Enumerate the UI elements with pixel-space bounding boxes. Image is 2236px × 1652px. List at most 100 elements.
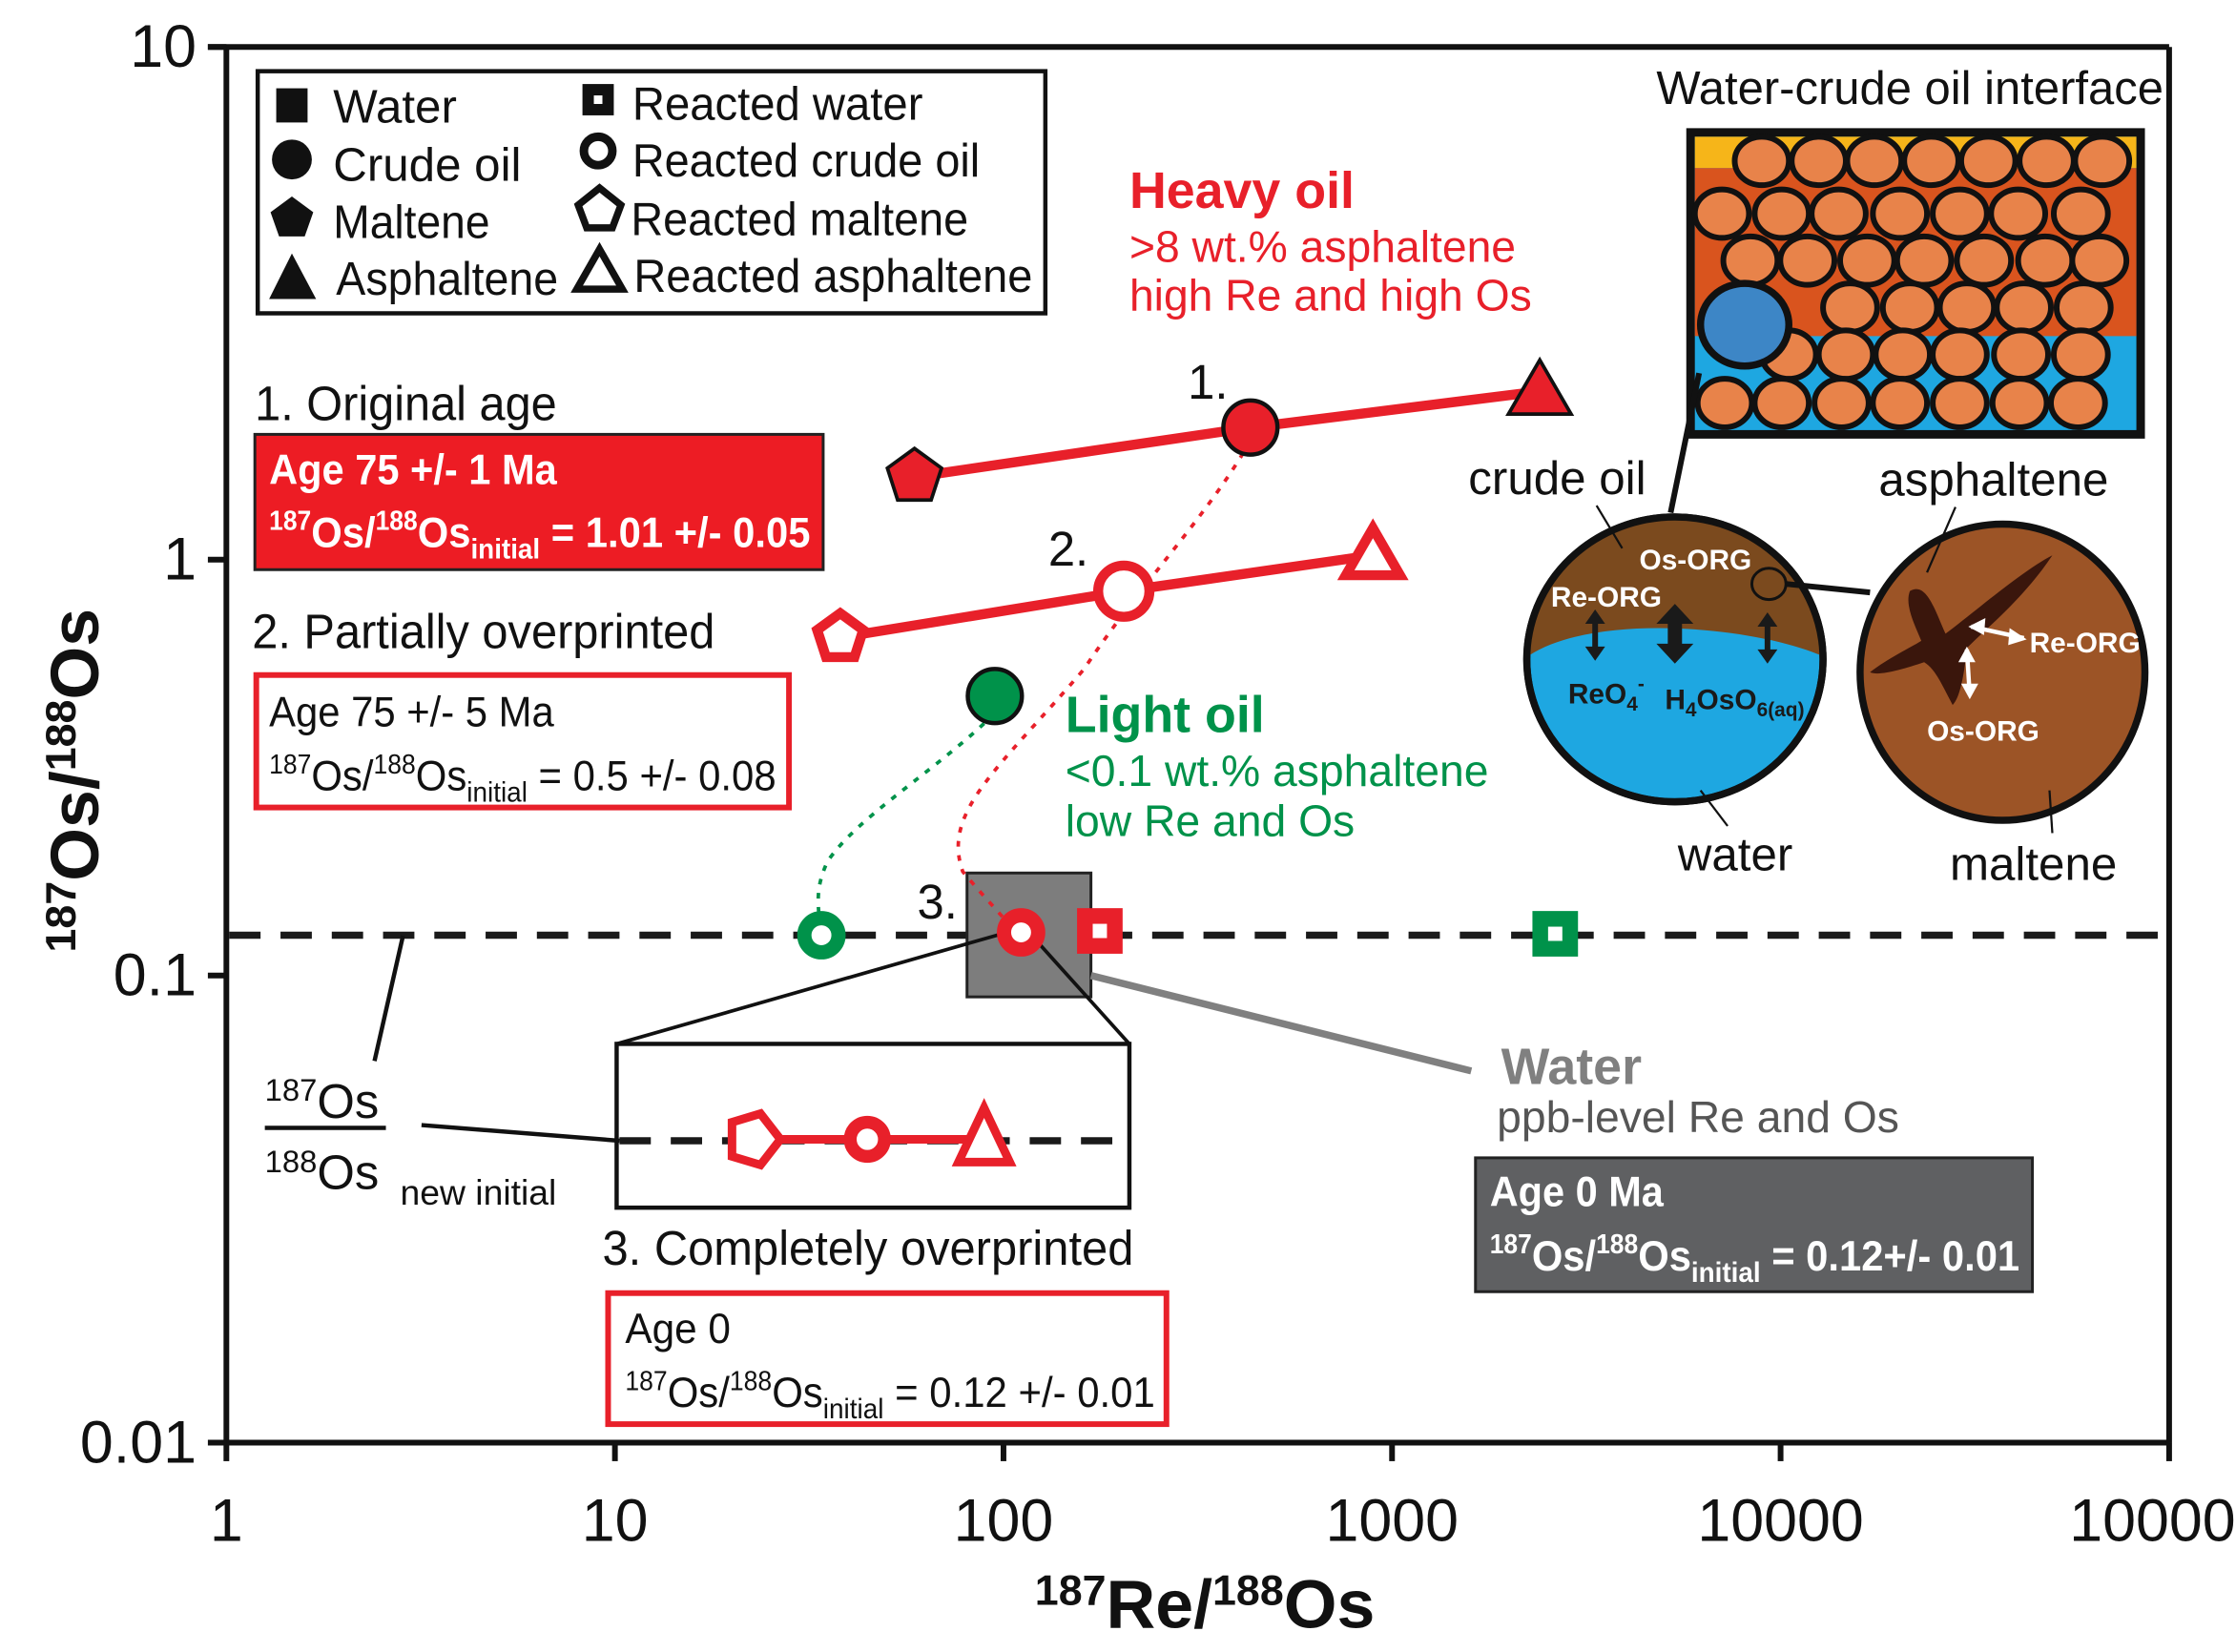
exchange-arrow-center [1656, 604, 1694, 664]
oil-droplet [1691, 186, 1752, 241]
crude-oil-zoom-outline [1522, 513, 1827, 806]
complete-box [605, 1290, 1170, 1428]
oil-droplet [1989, 376, 2050, 430]
y-tick-label: 1 [163, 527, 197, 593]
re-org-label-1: Re-ORG [1551, 582, 1662, 613]
oil-droplet [1751, 186, 1812, 241]
oil-droplet [1894, 233, 1955, 288]
oil-droplet [1720, 233, 1781, 288]
oil-droplet [2050, 186, 2111, 241]
crude-oil-leader [1595, 505, 1624, 549]
label-num-2: 2. [1048, 522, 1088, 576]
oil-droplet [2053, 280, 2114, 335]
water-leader-line [1089, 972, 1473, 1075]
new-initial-label: 187Os 188Os new initial [264, 935, 620, 1212]
reo4-label: ReO4- [1568, 673, 1645, 715]
oil-droplet [1879, 280, 1940, 335]
reacted-water-legend-icon-center [593, 95, 603, 104]
complete-initial-ratio: 187Os/188Osinitial = 0.12 +/- 0.01 [625, 1366, 1154, 1425]
x-tick-label: 100000 [2069, 1488, 2236, 1555]
x-tick-label: 1000 [1326, 1488, 1460, 1555]
water-droplet [1696, 279, 1792, 370]
water-line1: ppb-level Re and Os [1497, 1092, 1899, 1142]
oil-droplet [1930, 376, 1990, 430]
re-org-label-2: Re-ORG [2030, 628, 2141, 659]
oil-droplet [2017, 134, 2077, 189]
light-oil-overprint-path [816, 722, 985, 915]
droplet-leader [1667, 372, 1703, 514]
legend-label-crude-oil: Crude oil [333, 139, 521, 192]
legend: Water Crude oil Maltene Asphaltene React… [255, 69, 1048, 316]
reacted-crude-oil-marker [797, 911, 846, 960]
oil-droplet [1844, 134, 1905, 189]
water-age-value: Age 0 Ma [1490, 1168, 1665, 1216]
reacted-crude-oil-marker [997, 908, 1046, 957]
asphaltene-shape [1870, 555, 2053, 706]
maltene-label: maltene [1950, 838, 2117, 891]
water-initial-ratio: 187Os/188Osinitial = 0.12+/- 0.01 [1490, 1229, 2019, 1289]
data-markers [797, 356, 1579, 960]
inset-reacted-maltene-marker [727, 1108, 786, 1170]
reacted-crude-oil-marker [1092, 560, 1155, 622]
oil-droplet [1936, 280, 1998, 335]
os-org-label-2: Os-ORG [1927, 715, 2039, 747]
oil-droplet [1731, 134, 1792, 189]
oil-droplet [1957, 134, 2019, 189]
light-oil-line2: low Re and Os [1066, 795, 1355, 845]
water-label: water [1677, 828, 1792, 880]
h4oso6-label: H4OsO6(aq) [1665, 685, 1804, 721]
new-initial-leader-right [421, 1123, 620, 1144]
partial-box [253, 671, 793, 811]
oil-droplet [1930, 186, 1990, 241]
exchange-arrow-right [1757, 612, 1778, 664]
water-legend-icon [276, 88, 308, 123]
inset-reacted-asphaltene-marker [951, 1098, 1017, 1167]
original-age-box [253, 432, 825, 571]
reacted-maltene-legend-icon [573, 183, 626, 232]
light-oil-title: Light oil [1066, 686, 1265, 743]
oil-droplet [1815, 327, 1876, 382]
oil-droplet [1820, 280, 1880, 335]
oil-droplet [1870, 186, 1931, 241]
heavy-oil-line1: >8 wt.% asphaltene [1129, 222, 1516, 272]
legend-label-maltene: Maltene [333, 196, 489, 248]
reacted-water-marker-center [1547, 926, 1563, 941]
asphaltene-label: asphaltene [1878, 454, 2108, 506]
crude-oil-label: crude oil [1468, 452, 1646, 505]
oil-droplet [1870, 376, 1931, 430]
original-age-title: 1. Original age [255, 376, 557, 430]
series-lines [838, 386, 1541, 643]
original-age-value: Age 75 +/- 1 Ma [269, 446, 558, 494]
reacted-maltene-marker [811, 607, 870, 663]
y-tick-label: 0.1 [114, 942, 197, 1009]
oil-droplet [2069, 233, 2130, 288]
oil-droplet [1751, 376, 1812, 430]
legend-label-reacted-crude-oil: Reacted crude oil [632, 134, 980, 187]
exchange-arrow-left [1584, 609, 1605, 661]
heavy-oil-title: Heavy oil [1129, 162, 1355, 219]
water-age-box [1474, 1156, 2035, 1293]
y-tick-label: 10 [130, 13, 197, 80]
oil-droplet [1809, 186, 1869, 241]
asphaltene-leader [1926, 506, 1956, 573]
legend-label-asphaltene: Asphaltene [336, 253, 558, 305]
os-org-label-1: Os-ORG [1639, 545, 1751, 576]
new-initial-leader-up [372, 935, 405, 1062]
oil-droplet [1991, 327, 2051, 382]
label-num-3: 3. [917, 875, 957, 929]
x-tick-label: 10 [582, 1488, 649, 1555]
reacted-asphaltene-marker [1336, 518, 1409, 581]
oil-droplet [1994, 280, 2054, 335]
new-initial-denominator: 188Os [265, 1144, 380, 1200]
maltene-marker [885, 445, 944, 503]
reacted-crude-oil-legend-icon [579, 132, 617, 170]
y-axis-label: 187Os/188Os [37, 609, 114, 953]
oil-droplet [1837, 233, 1897, 288]
partial-age-value: Age 75 +/- 5 Ma [269, 688, 554, 735]
light-oil-line1: <0.1 wt.% asphaltene [1066, 746, 1489, 795]
oil-droplet [2050, 327, 2111, 382]
oil-droplet [1901, 134, 1961, 189]
new-initial-numerator: 187Os [265, 1072, 380, 1128]
x-tick-label: 10000 [1697, 1488, 1863, 1555]
